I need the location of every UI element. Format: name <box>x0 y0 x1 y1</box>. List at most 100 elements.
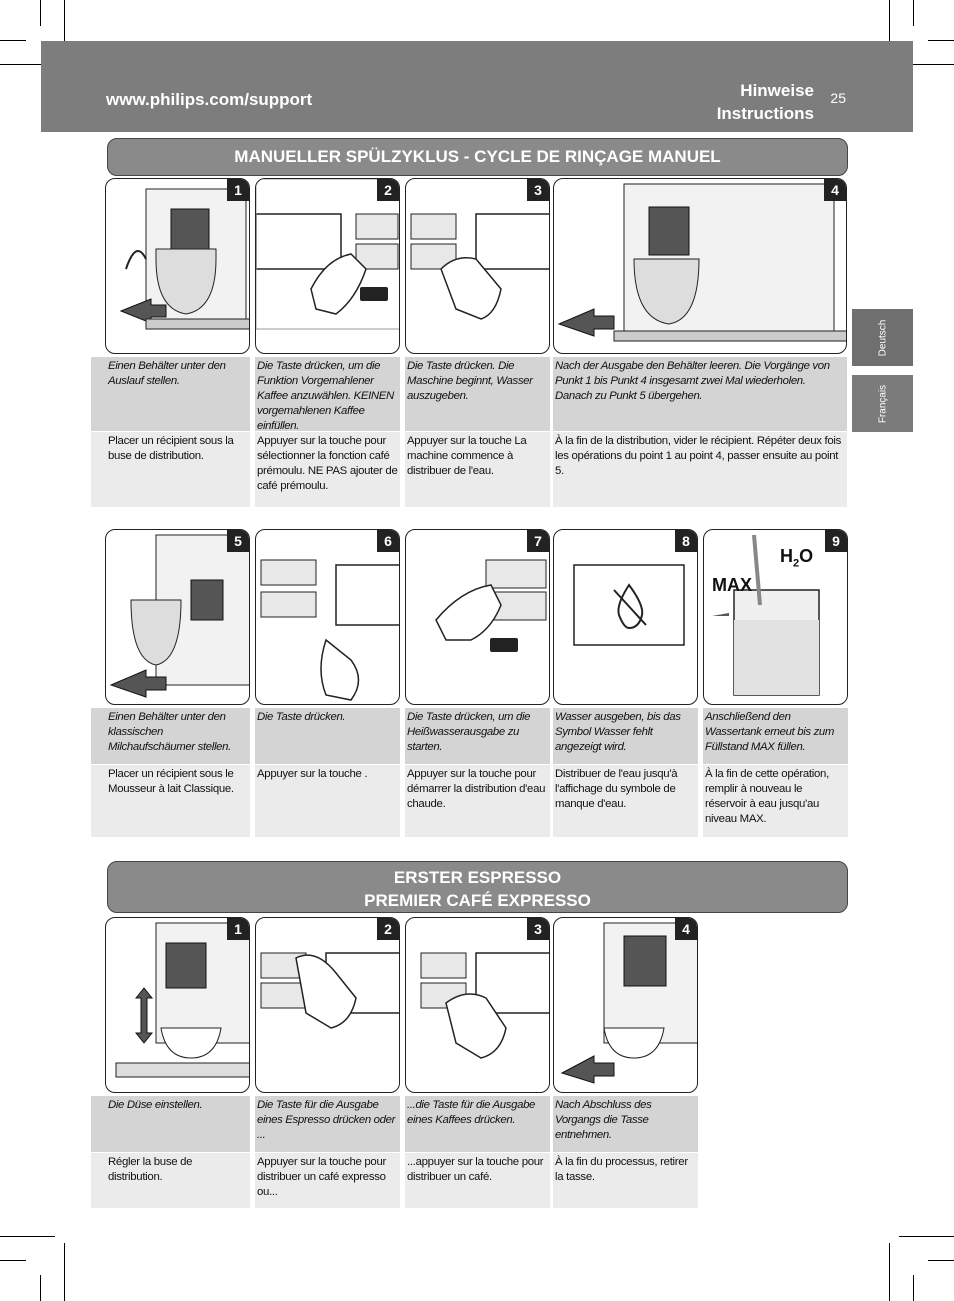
step-number-badge: 3 <box>527 918 549 940</box>
illustration-espresso-step-1: 1 <box>105 917 250 1093</box>
instruction-fr: Appuyer sur la touche pour sélectionner … <box>255 432 400 507</box>
step-number-badge: 6 <box>377 530 399 552</box>
instruction-de: Die Taste für die Ausgabe eines Espresso… <box>255 1096 400 1152</box>
instruction-text: Anschließend den Wassertank erneut bis z… <box>705 711 835 753</box>
step-number-badge: 5 <box>227 530 249 552</box>
step-number-badge: 4 <box>824 179 846 201</box>
control-panel-illustration <box>420 952 549 1059</box>
instruction-fr: À la fin de cette opération, remplir à n… <box>703 765 848 837</box>
illustration-step-7: 7 <box>405 529 550 705</box>
instruction-de: Wasser ausgeben, bis das Symbol Wasser f… <box>553 708 698 764</box>
instruction-text: Appuyer sur la touche pour sélectionner … <box>257 435 398 492</box>
language-tab-label: Deutsch <box>877 319 888 356</box>
instruction-de: Anschließend den Wassertank erneut bis z… <box>703 708 848 764</box>
instruction-de: Einen Behälter unter den Auslauf stellen… <box>91 357 250 431</box>
instruction-text: Distribuer de l'eau jusqu'à l'affichage … <box>555 768 678 810</box>
instruction-text: Placer un récipient sous la buse de dist… <box>108 435 234 462</box>
crop-mark <box>64 1243 65 1301</box>
header-title-de: Hinweise <box>740 81 814 100</box>
instruction-de: Die Taste drücken, um die Funktion Vorge… <box>255 357 400 431</box>
instruction-de: Nach Abschluss des Vorgangs die Tasse en… <box>553 1096 698 1152</box>
h2o-h: H <box>780 546 793 566</box>
language-tab-label: Français <box>877 384 888 423</box>
support-url[interactable]: www.philips.com/support <box>106 90 313 109</box>
illustration-step-1: 1 <box>105 178 250 354</box>
step-number-badge: 7 <box>527 530 549 552</box>
illustration-step-5: 5 <box>105 529 250 705</box>
instruction-text: À la fin de cette opération, remplir à n… <box>705 768 829 825</box>
instruction-fr: Placer un récipient sous le Mousseur à l… <box>91 765 250 837</box>
crop-mark <box>899 64 954 65</box>
step-number-badge: 8 <box>675 530 697 552</box>
section-title-rinse: MANUELLER SPÜLZYKLUS - CYCLE DE RINÇAGE … <box>107 138 848 176</box>
remove-cup-illustration <box>560 922 697 1084</box>
crop-mark <box>899 1236 954 1237</box>
section-title-text-de: ERSTER ESPRESSO <box>393 868 562 887</box>
step-number-badge: 2 <box>377 179 399 201</box>
illustration-step-2: 2 <box>255 178 400 354</box>
instruction-text: Einen Behälter unter den klassischen Mil… <box>108 711 231 753</box>
instruction-text: À la fin du processus, retirer la tasse. <box>555 1156 688 1183</box>
crop-mark <box>928 1260 954 1261</box>
control-panel-illustration <box>256 179 399 330</box>
instruction-de: Die Düse einstellen. <box>91 1096 250 1152</box>
control-panel-illustration <box>260 952 399 1029</box>
instruction-text: ...die Taste für die Ausgabe eines Kaffe… <box>407 1099 536 1126</box>
instruction-fr: À la fin du processus, retirer la tasse. <box>553 1153 698 1208</box>
instruction-de: Die Taste drücken. <box>255 708 400 764</box>
instruction-text: Die Taste für die Ausgabe eines Espresso… <box>257 1099 396 1141</box>
page-number: 25 <box>830 90 846 106</box>
instruction-fr: Distribuer de l'eau jusqu'à l'affichage … <box>553 765 698 837</box>
crop-mark <box>889 0 890 58</box>
crop-mark <box>913 0 914 26</box>
section-title-text-fr: PREMIER CAFÉ EXPRESSO <box>364 891 591 910</box>
illustration-espresso-step-2: 2 <box>255 917 400 1093</box>
no-water-display-illustration <box>573 564 685 646</box>
max-label: MAX <box>712 575 752 595</box>
instruction-text: Placer un récipient sous le Mousseur à l… <box>108 768 234 795</box>
illustration-step-8: 8 <box>553 529 698 705</box>
crop-mark <box>64 0 65 58</box>
instruction-fr: Appuyer sur la touche pour distribuer un… <box>255 1153 400 1208</box>
crop-mark <box>40 1275 41 1301</box>
instruction-text: À la fin de la distribution, vider le ré… <box>555 435 842 477</box>
instruction-text: ...appuyer sur la touche pour distribuer… <box>407 1156 544 1183</box>
crop-mark <box>913 1275 914 1301</box>
step-number-badge: 3 <box>527 179 549 201</box>
language-tab-deutsch[interactable]: Deutsch <box>852 309 913 366</box>
section-title-first-espresso: ERSTER ESPRESSO PREMIER CAFÉ EXPRESSO <box>107 861 848 913</box>
instruction-text: Appuyer sur la touche . <box>257 768 368 780</box>
language-tab-francais[interactable]: Français <box>852 375 913 432</box>
instruction-fr: Appuyer sur la touche pour démarrer la d… <box>405 765 550 837</box>
page-header <box>41 41 913 132</box>
h2o-sub: 2 <box>793 557 800 570</box>
step-number-badge: 1 <box>227 179 249 201</box>
header-title-fr: Instructions <box>716 104 814 123</box>
instruction-text: Wasser ausgeben, bis das Symbol Wasser f… <box>555 711 681 753</box>
instruction-fr: Placer un récipient sous la buse de dist… <box>91 432 250 507</box>
instruction-text: Régler la buse de distribution. <box>108 1156 193 1183</box>
instruction-text: Die Taste drücken, um die Heißwasserausg… <box>407 711 531 753</box>
illustration-espresso-step-3: 3 <box>405 917 550 1093</box>
instruction-de: Die Taste drücken. Die Maschine beginnt,… <box>405 357 550 431</box>
h2o-label: H2O <box>780 546 813 570</box>
instruction-text: Die Taste drücken. Die Maschine beginnt,… <box>407 360 533 402</box>
illustration-step-3: 3 <box>405 178 550 354</box>
instruction-text: Einen Behälter unter den Auslauf stellen… <box>108 360 226 387</box>
instruction-fr: ...appuyer sur la touche pour distribuer… <box>405 1153 550 1208</box>
illustration-step-6: 6 <box>255 529 400 705</box>
instruction-text: Nach der Ausgabe den Behälter leeren. Di… <box>555 360 830 402</box>
instruction-text: Nach Abschluss des Vorgangs die Tasse en… <box>555 1099 652 1141</box>
instruction-de: Einen Behälter unter den klassischen Mil… <box>91 708 250 764</box>
illustration-step-9: MAX H2O 9 <box>703 529 848 705</box>
nozzle-adjust-illustration <box>115 922 249 1078</box>
instruction-fr: Régler la buse de distribution. <box>91 1153 250 1208</box>
section-title-text: MANUELLER SPÜLZYKLUS - CYCLE DE RINÇAGE … <box>234 147 721 166</box>
crop-mark <box>0 64 55 65</box>
water-tank-illustration <box>712 534 820 696</box>
step-number-badge: 2 <box>377 918 399 940</box>
step-number-badge: 1 <box>227 918 249 940</box>
instruction-fr: À la fin de la distribution, vider le ré… <box>553 432 847 507</box>
instruction-text: Die Taste drücken. <box>257 711 346 723</box>
instruction-fr: Appuyer sur la touche . <box>255 765 400 837</box>
